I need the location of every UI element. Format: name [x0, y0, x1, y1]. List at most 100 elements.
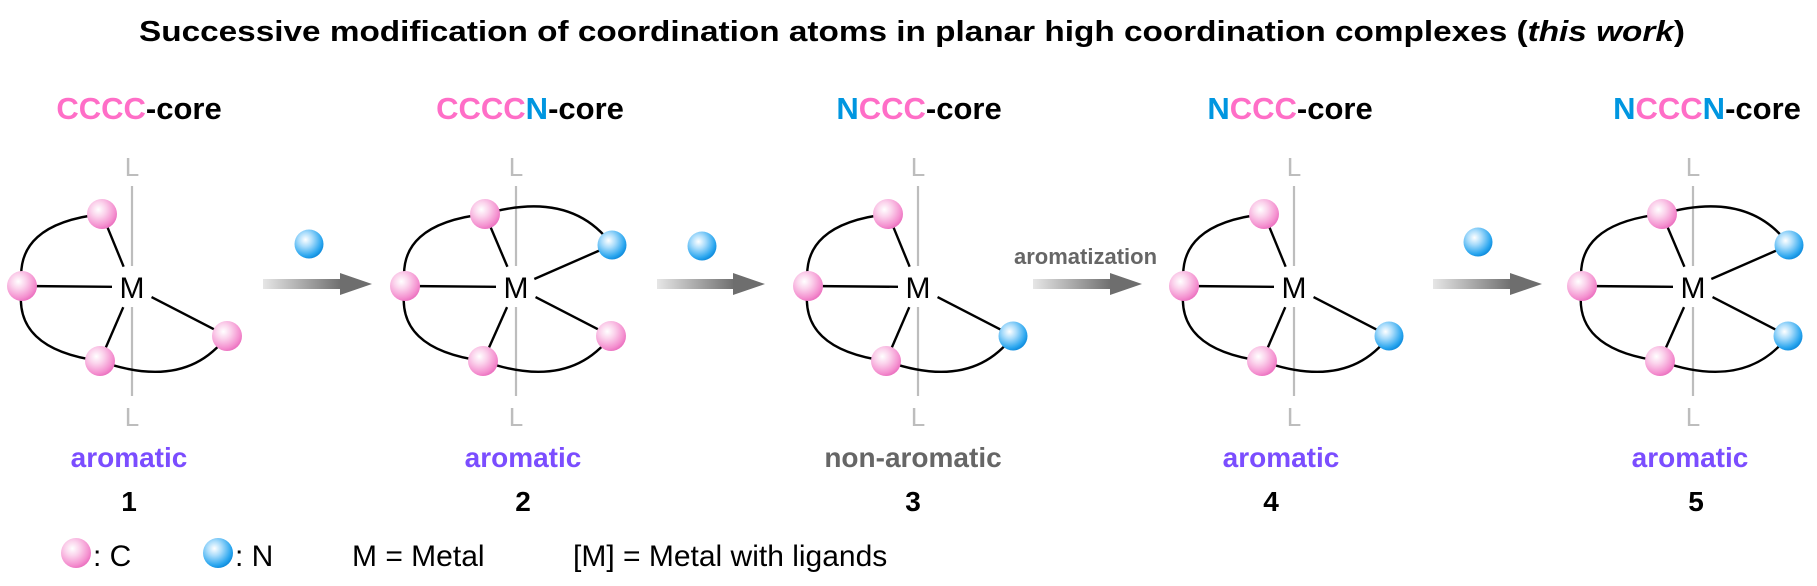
ligand-backbone: [99, 335, 228, 373]
metal-bond: [892, 226, 911, 268]
nitrogen-reagent-atom: [687, 231, 717, 261]
metal-bond: [487, 306, 509, 349]
carbon-atom-bottom: [85, 346, 115, 376]
axial-ligand-bottom: L: [1686, 402, 1700, 432]
arrow-shaft: [263, 279, 342, 289]
ligand-backbone: [885, 335, 1014, 373]
core-letter-c: C: [101, 91, 123, 126]
core-letter-c: C: [503, 91, 525, 126]
carbon-atom-top: [873, 199, 903, 229]
ligand-backbone: [805, 212, 889, 287]
axial-ligand-top: L: [1287, 152, 1301, 182]
axial-ligand-top: L: [1686, 152, 1700, 182]
core-letter-c: C: [481, 91, 503, 126]
core-label: NCCCN-core: [1613, 91, 1801, 126]
metal-bond: [418, 284, 497, 289]
core-letter-n: N: [836, 91, 858, 126]
reaction-arrow-3: aromatization: [1014, 244, 1157, 295]
metal-bond: [1664, 306, 1686, 349]
ligand-backbone: [1659, 335, 1789, 373]
arrow-head-icon: [1110, 273, 1142, 295]
title-main: Successive modification of coordination …: [139, 16, 1528, 48]
reaction-arrow-2: [657, 231, 765, 295]
metal-center: M: [1282, 272, 1307, 305]
core-suffix: -core: [1725, 91, 1801, 126]
carbon-atom-bottom: [1645, 346, 1675, 376]
aromaticity-label: aromatic: [1632, 442, 1749, 473]
metal-bond: [1710, 249, 1777, 281]
arrow-head-icon: [733, 273, 765, 295]
metal-bond: [821, 284, 899, 289]
reaction-arrow-4: [1433, 227, 1542, 295]
ligand-backbone: [1181, 285, 1263, 363]
core-letter-c: C: [1636, 91, 1658, 126]
title-italic: this work: [1528, 16, 1676, 48]
carbon-atom-left: [7, 271, 37, 301]
carbon-atom-bottom: [468, 346, 498, 376]
legend-nitrogen-label: : N: [235, 540, 273, 573]
core-suffix: -core: [1297, 91, 1373, 126]
core-letter-c: C: [859, 91, 881, 126]
core-suffix: -core: [146, 91, 222, 126]
metal-bond: [489, 226, 509, 268]
aromaticity-label: aromatic: [1223, 442, 1340, 473]
metal-bond: [1595, 284, 1674, 289]
carbon-atom-left: [390, 271, 420, 301]
metal-bond: [937, 296, 1002, 331]
axial-ligand-bottom: L: [125, 402, 139, 432]
compound-number: 4: [1263, 486, 1279, 517]
figure-title: Successive modification of coordination …: [139, 16, 1685, 48]
ligand-backbone: [19, 212, 103, 287]
metal-bond: [1266, 306, 1287, 349]
ligand-backbone: [1661, 205, 1790, 246]
metal-bond: [104, 306, 125, 349]
metal-bond: [890, 306, 911, 349]
aromaticity-label: non-aromatic: [824, 442, 1001, 473]
axial-ligand-bottom: L: [1287, 402, 1301, 432]
compound-number: 1: [121, 486, 137, 517]
title-close: ): [1674, 16, 1685, 48]
legend-metal-with-ligands: [M] = Metal with ligands: [573, 540, 887, 573]
reaction-arrows: aromatization: [263, 227, 1542, 295]
nitrogen-atom-right: [597, 230, 627, 260]
core-letter-c: C: [436, 91, 458, 126]
metal-center: M: [120, 272, 145, 305]
core-letter-c: C: [79, 91, 101, 126]
ligand-backbone: [1579, 212, 1663, 287]
core-letter-c: C: [123, 91, 145, 126]
arrow-head-icon: [340, 273, 372, 295]
arrow-head-icon: [1510, 273, 1542, 295]
legend: : C : N M = Metal [M] = Metal with ligan…: [61, 538, 887, 573]
core-letter-c: C: [1274, 91, 1296, 126]
core-letter-c: C: [1230, 91, 1252, 126]
nitrogen-atom-right: [1774, 230, 1804, 260]
ligand-backbone: [805, 285, 887, 363]
metal-bond: [1313, 296, 1378, 331]
metal-bond: [1666, 226, 1686, 268]
carbon-atom-left: [1567, 271, 1597, 301]
axial-ligand-top: L: [125, 152, 139, 182]
axial-ligand-bottom: L: [911, 402, 925, 432]
ligand-backbone: [482, 335, 612, 373]
ligand-backbone: [1181, 212, 1265, 287]
carbon-atom-top: [87, 199, 117, 229]
core-letter-c: C: [56, 91, 78, 126]
metal-bond: [535, 296, 600, 331]
nitrogen-reagent-atom: [294, 229, 324, 259]
carbon-atom-top: [470, 199, 500, 229]
carbon-atom-right: [212, 321, 242, 351]
carbon-atom-bottom: [871, 346, 901, 376]
core-letter-c: C: [881, 91, 903, 126]
legend-nitrogen-atom-icon: [203, 538, 233, 568]
core-label: NCCC-core: [1207, 91, 1372, 126]
ligand-backbone: [484, 205, 613, 246]
structures: CCCC-coreLLMaromatic1CCCCN-coreLLMaromat…: [7, 91, 1804, 517]
aromaticity-label: aromatic: [465, 442, 582, 473]
nitrogen-atom-right-lower: [1773, 321, 1803, 351]
metal-bond: [151, 296, 216, 331]
ligand-backbone: [1579, 285, 1661, 363]
carbon-atom-left: [793, 271, 823, 301]
